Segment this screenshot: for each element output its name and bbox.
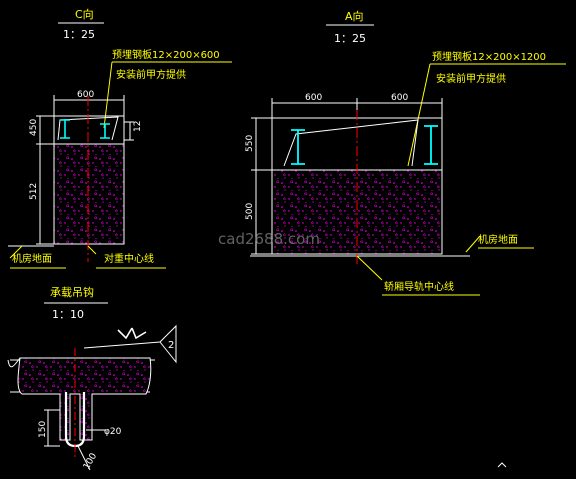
hook-150-dim: 150 xyxy=(38,421,48,438)
hook-scale: 1：10 xyxy=(52,308,84,321)
car-rail-line-label: 轿厢导轨中心线 xyxy=(384,280,454,293)
supply-a-label: 安装前甲方提供 xyxy=(436,72,506,85)
supply-c-label: 安装前甲方提供 xyxy=(116,68,186,81)
car-rail-leader xyxy=(356,255,383,281)
a-right-beam xyxy=(424,125,438,165)
a-right-dim: 600 xyxy=(391,93,408,103)
c-slab xyxy=(53,143,125,245)
hook-detail: 承载吊钩 1：10 2 150 φ20 100 xyxy=(7,285,177,472)
a-left-dim: 600 xyxy=(305,93,322,103)
c-top-dim: 450 xyxy=(29,119,39,136)
a-500-dim: 500 xyxy=(245,203,255,220)
view-c-title: C向 xyxy=(75,7,94,21)
view-c-scale: 1：25 xyxy=(63,28,95,41)
floor-c-label: 机房地面 xyxy=(12,252,52,265)
c-left-beam xyxy=(60,119,70,139)
plate-small-leader xyxy=(103,61,113,129)
c-bracket-outline xyxy=(57,116,119,141)
hook-dia-label: φ20 xyxy=(104,427,122,437)
hook-top-mark xyxy=(117,327,147,340)
view-a-scale: 1：25 xyxy=(334,32,366,45)
counterweight-line-label: 对重中心线 xyxy=(104,252,154,265)
plate-small-label: 预埋钢板12×200×600 xyxy=(112,48,220,61)
hook-title: 承载吊钩 xyxy=(50,285,94,299)
cursor-mark xyxy=(497,462,507,468)
a-bracket-outline xyxy=(283,119,419,167)
c-width-dim: 600 xyxy=(77,90,94,100)
a-550-dim: 550 xyxy=(245,135,255,152)
view-a-title: A向 xyxy=(345,9,364,23)
watermark: cad2688.com xyxy=(218,230,320,248)
c-12-dim: 12 xyxy=(133,121,143,132)
view-c: C向 1：25 预埋钢板12×200×600 安装前甲方提供 600 450 5… xyxy=(8,7,232,269)
view-a: A向 1：25 预埋钢板12×200×1200 安装前甲方提供 600 600 … xyxy=(245,9,566,296)
hook-100-dim: 100 xyxy=(82,451,99,471)
c-512-dim: 512 xyxy=(29,183,39,200)
a-left-beam xyxy=(291,129,305,165)
c-right-beam xyxy=(100,123,110,139)
hook-balloon xyxy=(159,324,177,364)
hook-mark: 2 xyxy=(168,340,174,351)
floor-a-label: 机房地面 xyxy=(478,233,518,246)
plate-large-leader xyxy=(407,63,431,167)
floor-c-leader xyxy=(9,245,23,259)
plate-large-label: 预埋钢板12×200×1200 xyxy=(432,50,546,63)
